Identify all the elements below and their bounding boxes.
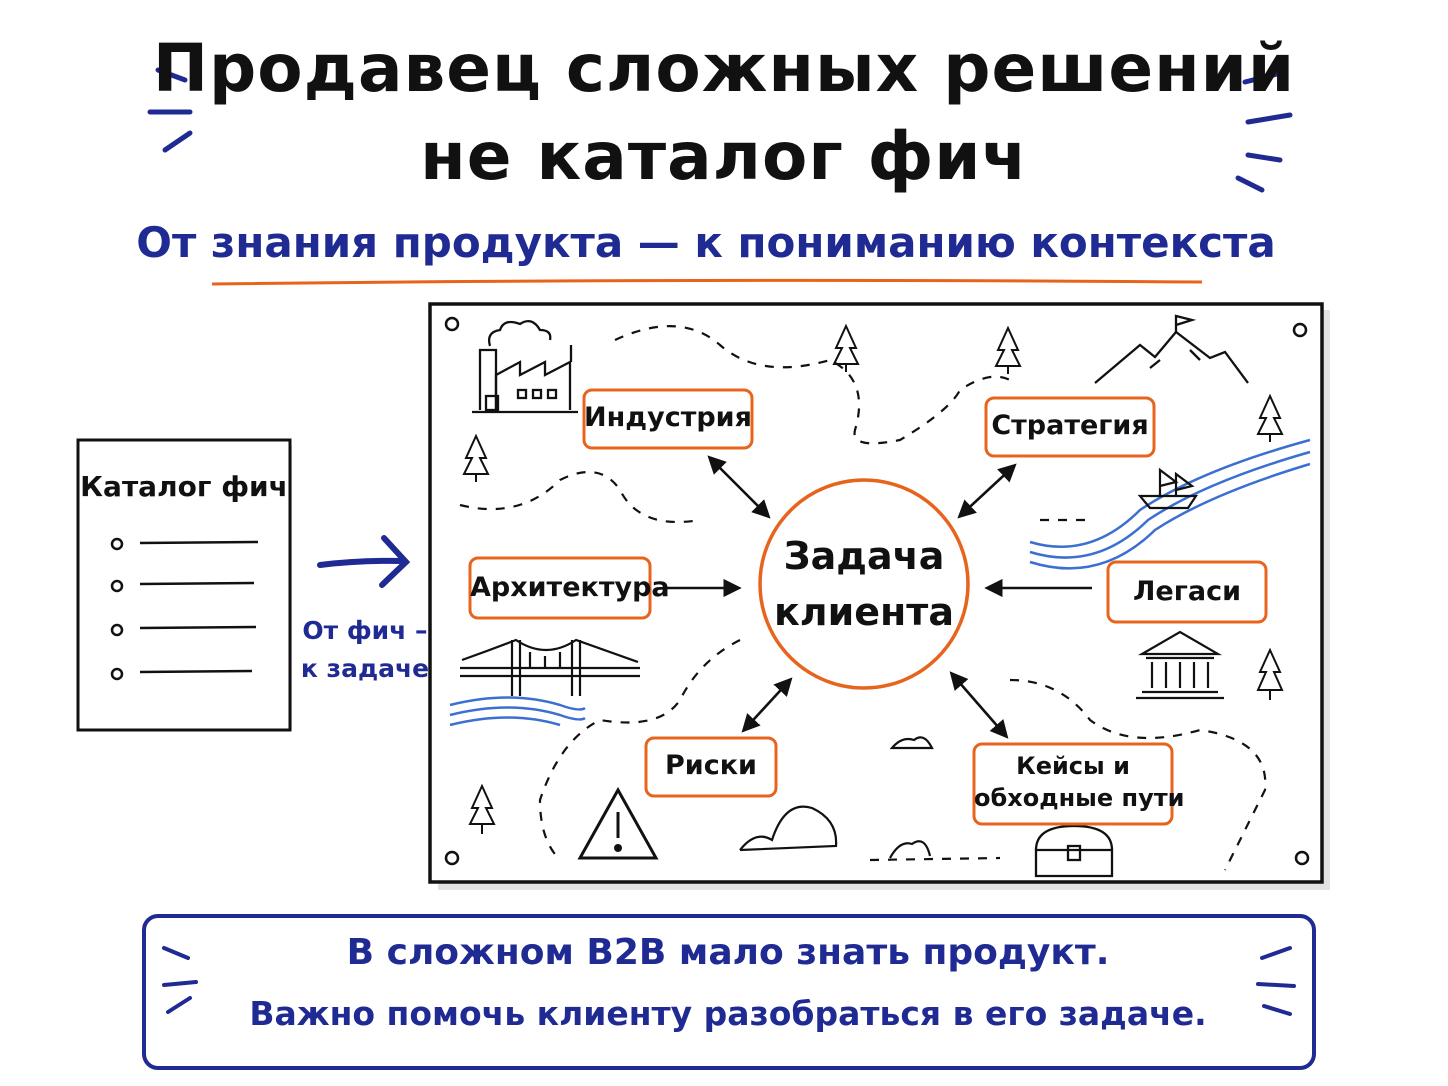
- catalog-sheet: [76, 438, 292, 732]
- footer-line2: Важно помочь клиенту разобраться в его з…: [249, 994, 1207, 1033]
- pin-icon: [1294, 850, 1310, 866]
- transition-label-line2: к задаче: [300, 654, 430, 683]
- pin-icon: [1292, 322, 1308, 338]
- node-risks-label: Риски: [665, 750, 757, 781]
- industry-box: [582, 388, 754, 450]
- arrow-risks: [741, 677, 793, 733]
- center-circle: [758, 478, 970, 690]
- catalog-title: Каталог фич: [80, 470, 288, 503]
- footer-burst-left-icon: [162, 946, 198, 1014]
- legacy-box: [1106, 560, 1268, 624]
- title-burst-right-icon: [1235, 69, 1293, 193]
- strategy-box: [984, 396, 1156, 458]
- river-right: [1029, 438, 1311, 570]
- node-legacy-label: Легаси: [1133, 576, 1241, 607]
- risks-box: [644, 736, 778, 798]
- node-cases-label-line1: Кейсы и: [1016, 752, 1130, 780]
- node-industry-label: Индустрия: [584, 402, 752, 433]
- node-architecture-label: Архитектура: [470, 572, 670, 603]
- page-title-line2: не каталог фич: [420, 118, 1028, 195]
- transition-arrow-icon: [317, 535, 411, 588]
- treasure-chest-icon: [1034, 824, 1114, 878]
- node-boxes: [468, 388, 1268, 826]
- factory-icon: [472, 319, 578, 414]
- ship-icon: [1137, 467, 1199, 510]
- temple-icon: [1136, 630, 1224, 700]
- arrow-strategy: [957, 463, 1017, 519]
- node-cases-label-line2: обходные пути: [974, 784, 1185, 812]
- tree-icon: [462, 323, 1284, 834]
- arrow-cases: [949, 671, 1009, 739]
- connector-arrows: [664, 455, 1092, 739]
- map-trails: [459, 325, 1267, 871]
- footer-line1: В сложном B2B мало знать продукт.: [346, 932, 1110, 973]
- pin-icon: [444, 316, 460, 332]
- river-left: [449, 696, 586, 727]
- node-strategy-label: Стратегия: [991, 410, 1149, 441]
- cases-box: [972, 742, 1174, 826]
- title-burst-left-icon: [147, 67, 193, 153]
- rocks-icon: [739, 736, 934, 859]
- page-title-line1: Продавец сложных решений: [152, 30, 1296, 107]
- pin-icon: [444, 850, 460, 866]
- page-subtitle: От знания продукта — к пониманию контекс…: [136, 218, 1276, 267]
- transition-label-line1: От фич –: [302, 616, 428, 645]
- mountain-flag-icon: [1094, 314, 1249, 384]
- warning-icon: [577, 786, 659, 860]
- arrow-industry: [707, 455, 771, 519]
- subtitle-underline: [211, 278, 1203, 286]
- footer-banner: [142, 914, 1316, 1070]
- architecture-box: [468, 556, 652, 620]
- center-label-line1: Задача: [783, 534, 945, 578]
- bridge-icon: [460, 638, 640, 696]
- footer-burst-right-icon: [1256, 946, 1296, 1016]
- center-label-line2: клиента: [774, 590, 954, 634]
